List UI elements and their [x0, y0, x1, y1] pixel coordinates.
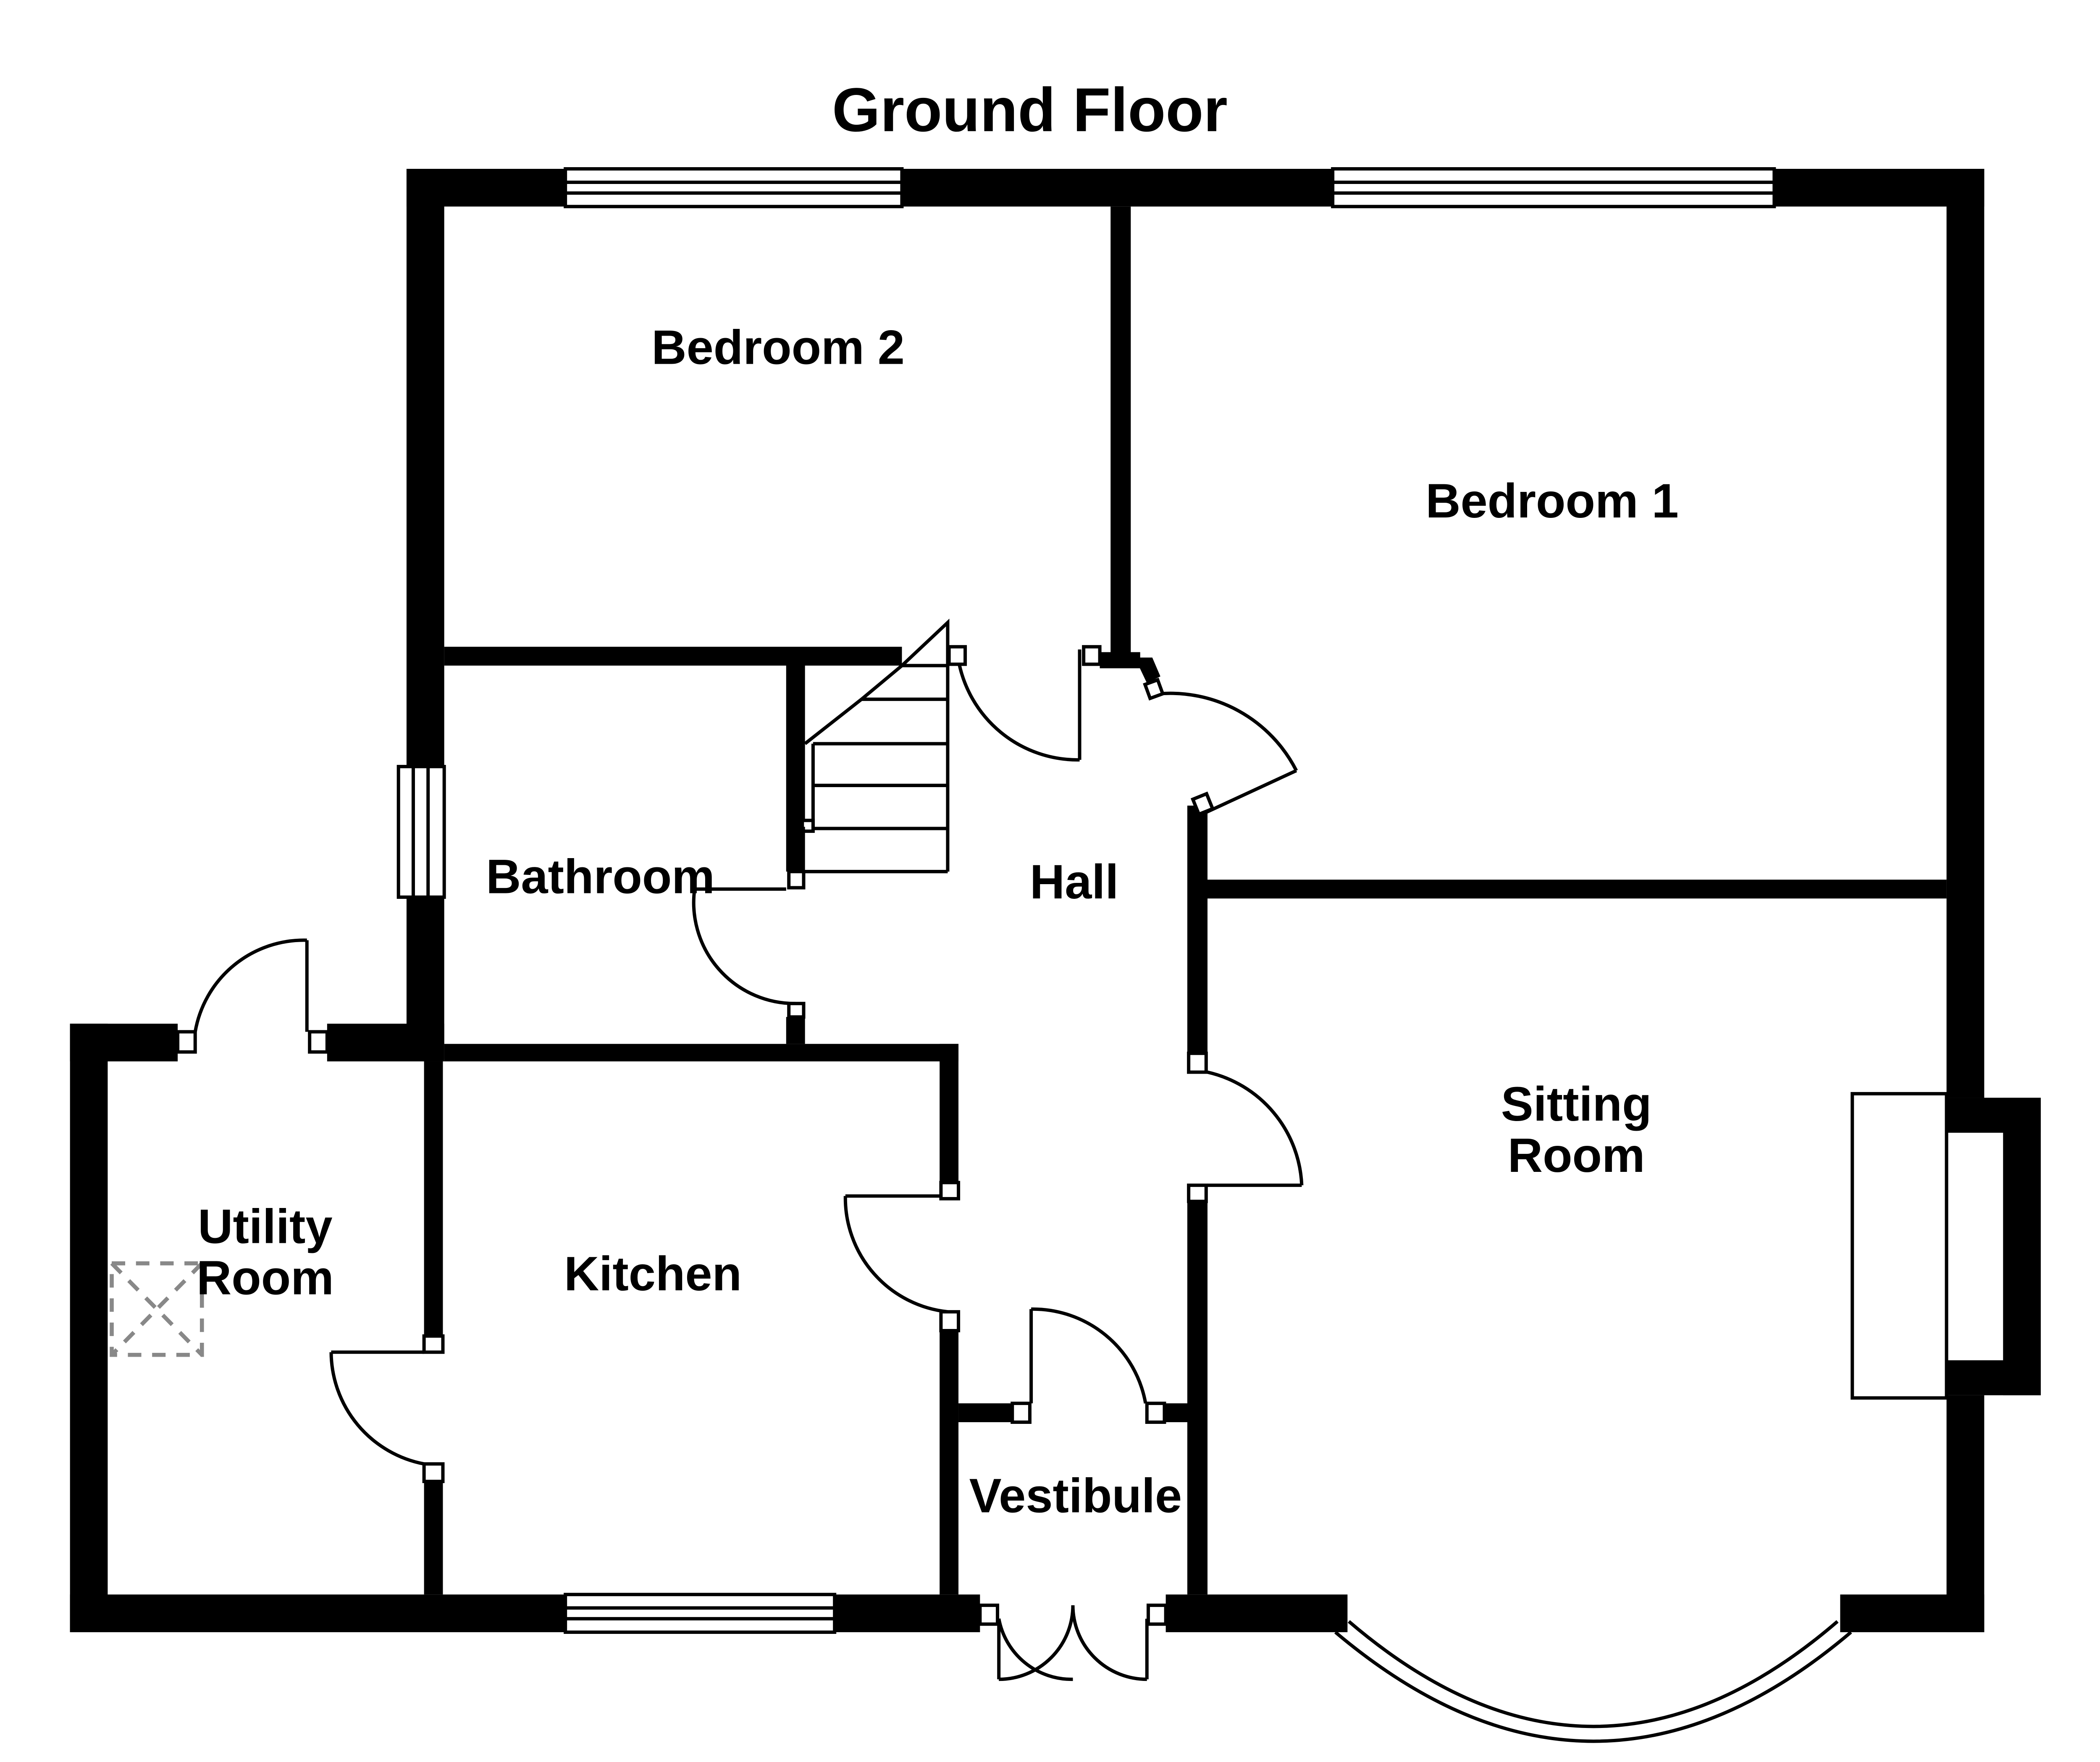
staircase — [795, 618, 950, 874]
door-kitchen — [843, 1181, 961, 1333]
room-label-utility-room-line-1: Utility — [198, 1200, 332, 1254]
external-walls — [70, 168, 2041, 1632]
room-labels: Bedroom 2 Bedroom 1 Bathroom Hall Sittin… — [197, 321, 1679, 1523]
utility-fixture — [110, 1261, 204, 1357]
windows — [396, 167, 1948, 1743]
door-bedroom-2 — [947, 645, 1102, 762]
door-bathroom — [692, 870, 806, 1019]
door-vestibule — [1011, 1307, 1166, 1424]
window-bathroom — [396, 765, 446, 899]
room-label-hall: Hall — [1030, 855, 1119, 909]
door-sitting-room — [1187, 1051, 1304, 1203]
doors — [176, 645, 1304, 1681]
room-label-utility-room-line-2: Room — [197, 1251, 334, 1305]
internal-walls — [424, 206, 1947, 1595]
window-sitting-room-bay — [1334, 1620, 1852, 1743]
door-utility-back — [176, 938, 329, 1054]
room-label-sitting-room-line-1: Sitting — [1501, 1077, 1652, 1131]
door-front-double — [978, 1603, 1168, 1681]
window-bedroom-1 — [1331, 167, 1776, 208]
door-utility-inner — [329, 1334, 445, 1483]
room-label-vestibule: Vestibule — [969, 1469, 1182, 1523]
room-label-kitchen: Kitchen — [564, 1247, 742, 1301]
window-sitting-room-side — [1851, 1092, 1948, 1400]
floor-title: Ground Floor — [832, 76, 1228, 144]
room-label-bedroom-2: Bedroom 2 — [651, 321, 905, 375]
window-kitchen — [564, 1593, 837, 1634]
window-bedroom-2 — [564, 167, 904, 208]
door-bedroom-1 — [1143, 677, 1298, 817]
room-label-sitting-room-line-2: Room — [1508, 1129, 1645, 1182]
room-label-bedroom-1: Bedroom 1 — [1425, 474, 1679, 528]
room-label-bathroom: Bathroom — [486, 850, 715, 903]
